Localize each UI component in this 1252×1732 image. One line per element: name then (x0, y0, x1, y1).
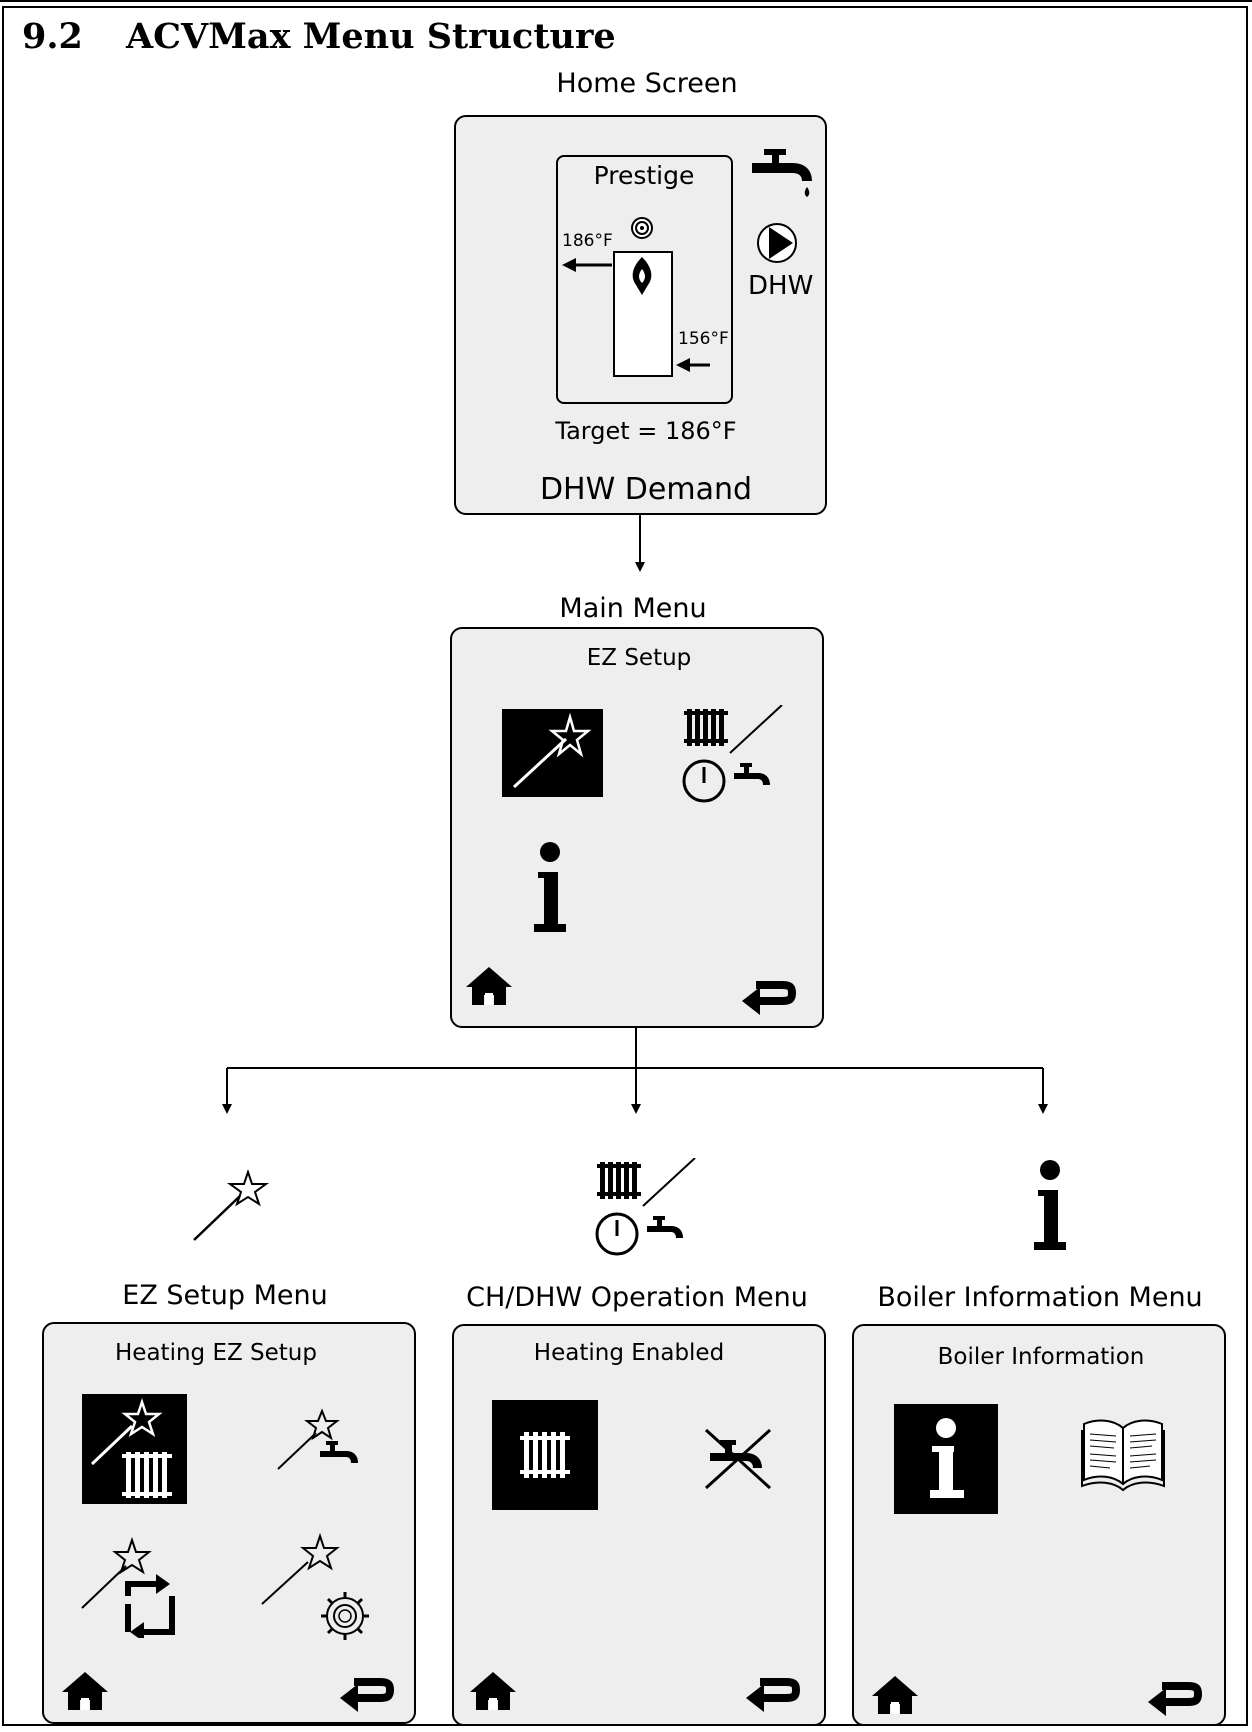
fan-icon (631, 217, 653, 239)
flame-icon (630, 257, 654, 295)
section-title: ACVMax Menu Structure (126, 16, 616, 57)
back-icon[interactable] (746, 1670, 802, 1712)
main-menu-caption: Main Menu (559, 593, 707, 624)
disabled-tap-icon[interactable] (700, 1426, 776, 1492)
magic-wand-icon (512, 712, 592, 789)
section-heading: 9.2 ACVMax Menu Structure (22, 16, 616, 57)
boiler-info-tile[interactable] (894, 1404, 998, 1514)
home-icon[interactable] (872, 1676, 918, 1714)
mode-label: DHW (748, 271, 814, 301)
ch-dhw-operation-tile[interactable] (682, 705, 792, 805)
main-menu-panel: EZ Setup (450, 627, 824, 1028)
back-icon[interactable] (742, 973, 798, 1015)
home-screen-caption: Home Screen (556, 68, 738, 99)
boiler-information-menu-title: Boiler Information (937, 1344, 1145, 1370)
boiler-model-label: Prestige (593, 161, 695, 190)
home-icon[interactable] (466, 967, 512, 1005)
back-icon[interactable] (340, 1670, 396, 1712)
home-icon[interactable] (62, 1672, 108, 1710)
pump-icon (756, 222, 798, 264)
gear-icon (321, 1592, 369, 1640)
ch-dhw-operation-menu-panel: Heating Enabled (452, 1324, 826, 1726)
status-label: DHW Demand (539, 472, 753, 507)
radiator-icon (520, 1432, 570, 1478)
info-icon[interactable] (530, 842, 570, 937)
radiator-icon (122, 1452, 172, 1498)
home-screen-panel: Prestige 186°F 156°F DHW Target = 186°F … (454, 115, 827, 515)
back-icon[interactable] (1148, 1674, 1204, 1716)
ch-dhw-operation-menu-caption: CH/DHW Operation Menu (466, 1282, 808, 1313)
supply-temp-label: 186°F (562, 231, 613, 251)
info-icon (930, 1418, 964, 1498)
heating-ez-setup-tile[interactable] (82, 1394, 187, 1504)
return-temp-label: 156°F (678, 329, 729, 349)
ez-setup-tile[interactable] (502, 709, 603, 797)
recirculate-icon (125, 1574, 175, 1638)
boiler-heat-exchanger (613, 251, 673, 377)
home-icon[interactable] (470, 1672, 516, 1710)
ch-dhw-operation-icon (595, 1158, 705, 1258)
radiator-icon (597, 1162, 641, 1199)
book-icon[interactable] (1080, 1418, 1166, 1492)
radiator-icon (684, 709, 728, 746)
boiler-information-menu-caption: Boiler Information Menu (877, 1282, 1203, 1313)
main-menu-title: EZ Setup (586, 645, 692, 671)
return-arrow-icon (676, 357, 710, 373)
advanced-ez-setup-tile[interactable] (260, 1532, 370, 1642)
ez-setup-menu-panel: Heating EZ Setup (42, 1322, 416, 1724)
recirculation-ez-setup-tile[interactable] (80, 1534, 180, 1638)
target-temp-label: Target = 186°F (555, 417, 737, 445)
boiler-status-box[interactable] (556, 155, 733, 404)
supply-arrow-icon (562, 257, 612, 273)
heating-enable-tile[interactable] (492, 1400, 598, 1510)
boiler-information-menu-panel: Boiler Information (852, 1324, 1226, 1726)
section-number: 9.2 (22, 16, 83, 57)
top-rule (0, 0, 1252, 2)
ez-setup-menu-caption: EZ Setup Menu (122, 1280, 328, 1311)
magic-wand-icon (190, 1170, 272, 1244)
ez-setup-menu-title: Heating EZ Setup (115, 1340, 317, 1366)
dhw-ez-setup-tile[interactable] (276, 1407, 366, 1477)
info-icon (1030, 1160, 1070, 1255)
ch-dhw-operation-menu-title: Heating Enabled (533, 1340, 725, 1366)
tap-icon (752, 147, 818, 199)
